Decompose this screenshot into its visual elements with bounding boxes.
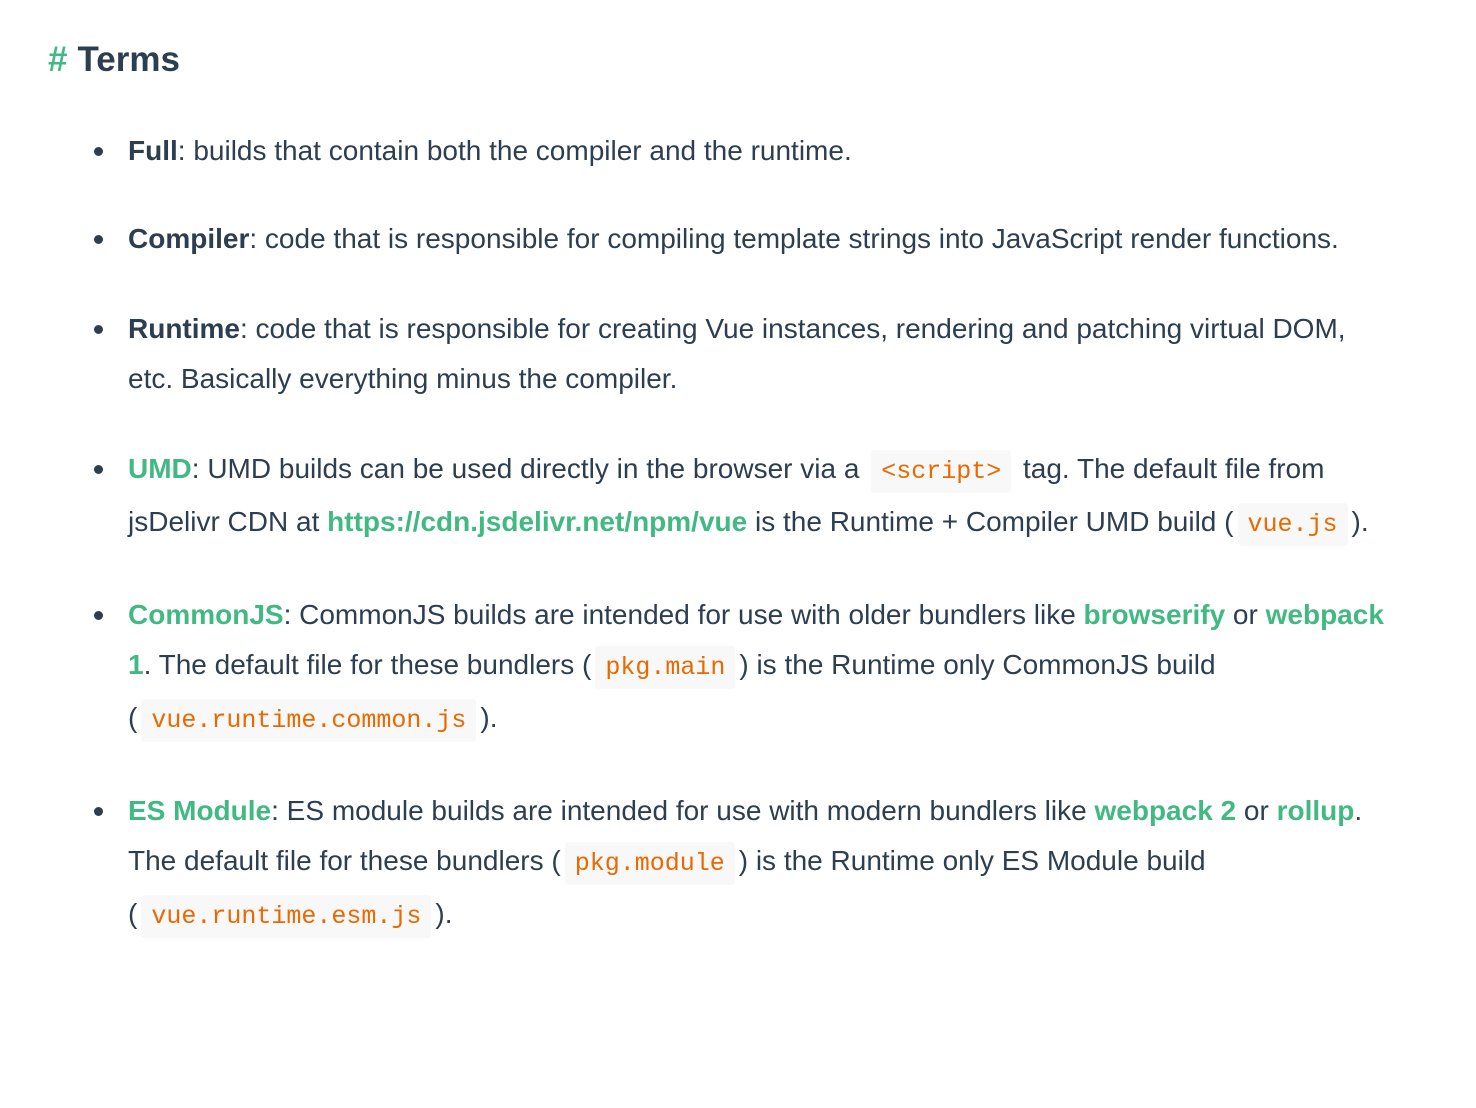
section-title: Terms xyxy=(77,40,180,79)
text-segment: is the Runtime + Compiler UMD build ( xyxy=(747,506,1234,537)
list-item-commonjs: CommonJS: CommonJS builds are intended f… xyxy=(94,590,1418,746)
text-segment: . The default file for these bundlers ( xyxy=(143,649,592,680)
term-description: : builds that contain both the compiler … xyxy=(177,135,852,166)
term-commonjs-link[interactable]: CommonJS xyxy=(128,599,284,630)
text-segment: or xyxy=(1225,599,1266,630)
bullet-icon xyxy=(94,611,103,620)
rollup-link[interactable]: rollup xyxy=(1276,795,1355,826)
code-pkg-main: pkg.main xyxy=(595,646,736,689)
text-segment: ) is the Runtime only CommonJS build ( xyxy=(128,649,1216,733)
list-item-runtime: Runtime: code that is responsible for cr… xyxy=(94,304,1418,404)
list-item-compiler: Compiler: code that is responsible for c… xyxy=(94,214,1418,264)
text-segment: ). xyxy=(480,702,498,733)
bullet-icon xyxy=(94,807,103,816)
text-segment: : ES module builds are intended for use … xyxy=(271,795,1095,826)
text-segment: tag. The default file from jsDelivr CDN … xyxy=(128,453,1325,537)
term-runtime: Runtime xyxy=(128,313,240,344)
jsdelivr-cdn-link[interactable]: https://cdn.jsdelivr.net/npm/vue xyxy=(327,506,748,537)
code-vue-runtime-common: vue.runtime.common.js xyxy=(141,699,477,742)
section-heading: #Terms xyxy=(48,36,180,84)
term-umd-link[interactable]: UMD xyxy=(128,453,192,484)
list-item-umd: UMD: UMD builds can be used directly in … xyxy=(94,444,1418,550)
bullet-icon xyxy=(94,235,103,244)
text-segment: or xyxy=(1236,795,1277,826)
code-vue-runtime-esm: vue.runtime.esm.js xyxy=(141,895,432,938)
bullet-icon xyxy=(94,147,103,156)
text-segment: ) is the Runtime only ES Module build ( xyxy=(128,845,1206,929)
term-compiler: Compiler xyxy=(128,223,250,254)
term-es-module-link[interactable]: ES Module xyxy=(128,795,272,826)
terms-list: Full: builds that contain both the compi… xyxy=(0,126,1418,982)
bullet-icon xyxy=(94,325,103,334)
code-vue-js: vue.js xyxy=(1237,503,1348,546)
text-segment: : UMD builds can be used directly in the… xyxy=(191,453,868,484)
webpack-2-link[interactable]: webpack 2 xyxy=(1094,795,1237,826)
term-description: : code that is responsible for creating … xyxy=(128,313,1346,394)
code-script-tag: <script> xyxy=(871,450,1012,493)
term-full: Full xyxy=(128,135,178,166)
bullet-icon xyxy=(94,465,103,474)
code-pkg-module: pkg.module xyxy=(564,842,735,885)
text-segment: ). xyxy=(1351,506,1369,537)
text-segment: . The default file for these bundlers ( xyxy=(128,795,1363,876)
term-description: : code that is responsible for compiling… xyxy=(249,223,1339,254)
browserify-link[interactable]: browserify xyxy=(1083,599,1226,630)
text-segment: : CommonJS builds are intended for use w… xyxy=(283,599,1084,630)
list-item-full: Full: builds that contain both the compi… xyxy=(94,126,1418,176)
list-item-es-module: ES Module: ES module builds are intended… xyxy=(94,786,1418,942)
header-anchor-link[interactable]: # xyxy=(48,40,68,79)
text-segment: ). xyxy=(435,898,453,929)
webpack-1-link[interactable]: webpack 1 xyxy=(128,599,1384,680)
